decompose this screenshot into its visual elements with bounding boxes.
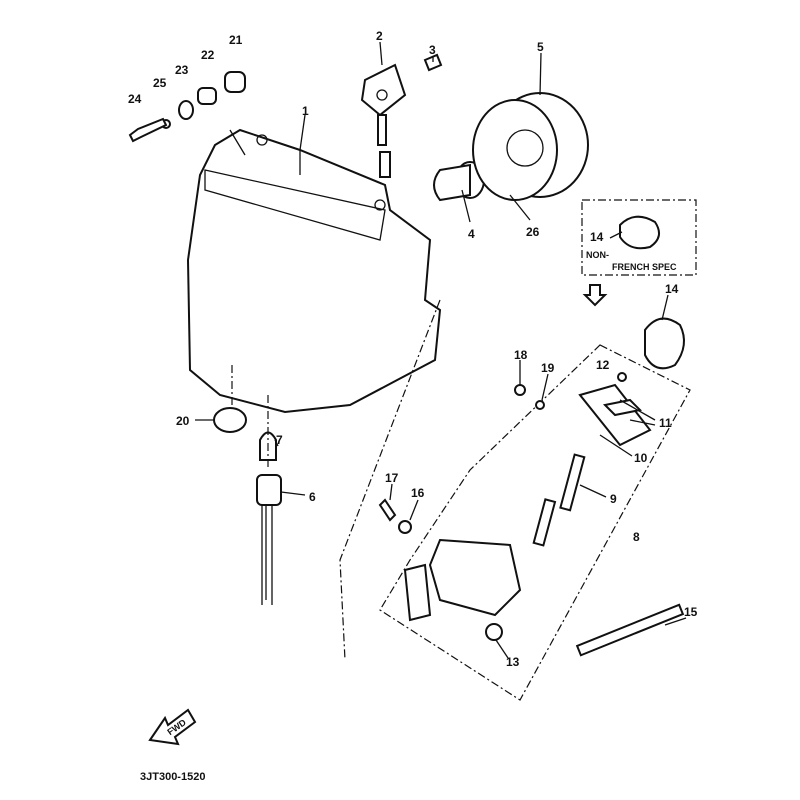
- leader-lines: [195, 41, 687, 659]
- callout-14: 14: [665, 282, 679, 296]
- callout-4: 4: [468, 227, 475, 241]
- fwd-arrow-icon: FWD: [148, 708, 197, 746]
- callout-6: 6: [309, 490, 316, 504]
- inset-note-line1: NON-: [586, 250, 609, 260]
- bulb-socket-assembly: [213, 365, 282, 605]
- callout-24: 24: [128, 92, 142, 106]
- mounting-hardware: [128, 71, 246, 143]
- callout-2: 2: [376, 29, 383, 43]
- callout-5: 5: [537, 40, 544, 54]
- headlight-bulb: [433, 161, 485, 202]
- callout-13: 13: [506, 655, 520, 669]
- callout-25: 25: [153, 76, 167, 90]
- diagram-code: 3JT300-1520: [140, 771, 205, 783]
- callout-7: 7: [276, 433, 283, 447]
- callout-3: 3: [429, 43, 436, 57]
- inset-note-line2: FRENCH SPEC: [612, 262, 677, 272]
- callout-1: 1: [302, 104, 309, 118]
- callout-22: 22: [201, 48, 215, 62]
- adjuster-screw: [360, 53, 443, 178]
- callout-26: 26: [526, 225, 540, 239]
- callout-18: 18: [514, 348, 528, 362]
- headlight-housing: [186, 128, 442, 414]
- assembly-8-outline: [379, 344, 691, 701]
- callout-10: 10: [634, 451, 648, 465]
- callout-labels: 1 2 3 4 5 6 7 8 9 10 11 12 13 14 15 16 1…: [128, 29, 698, 669]
- callout-9: 9: [610, 492, 617, 506]
- callout-15: 15: [684, 605, 698, 619]
- inset-part-label: 14: [590, 230, 604, 244]
- callout-8: 8: [633, 530, 640, 544]
- socket-cover: [472, 92, 589, 201]
- callout-12: 12: [596, 358, 610, 372]
- callout-16: 16: [411, 486, 425, 500]
- callout-11: 11: [659, 416, 672, 430]
- callout-20: 20: [176, 414, 190, 428]
- callout-17: 17: [385, 471, 399, 485]
- callout-23: 23: [175, 63, 189, 77]
- bracket-assembly: [378, 317, 685, 657]
- inset-non-french-spec: 14 NON- FRENCH SPEC: [581, 199, 697, 307]
- callout-21: 21: [229, 33, 243, 47]
- callout-19: 19: [541, 361, 555, 375]
